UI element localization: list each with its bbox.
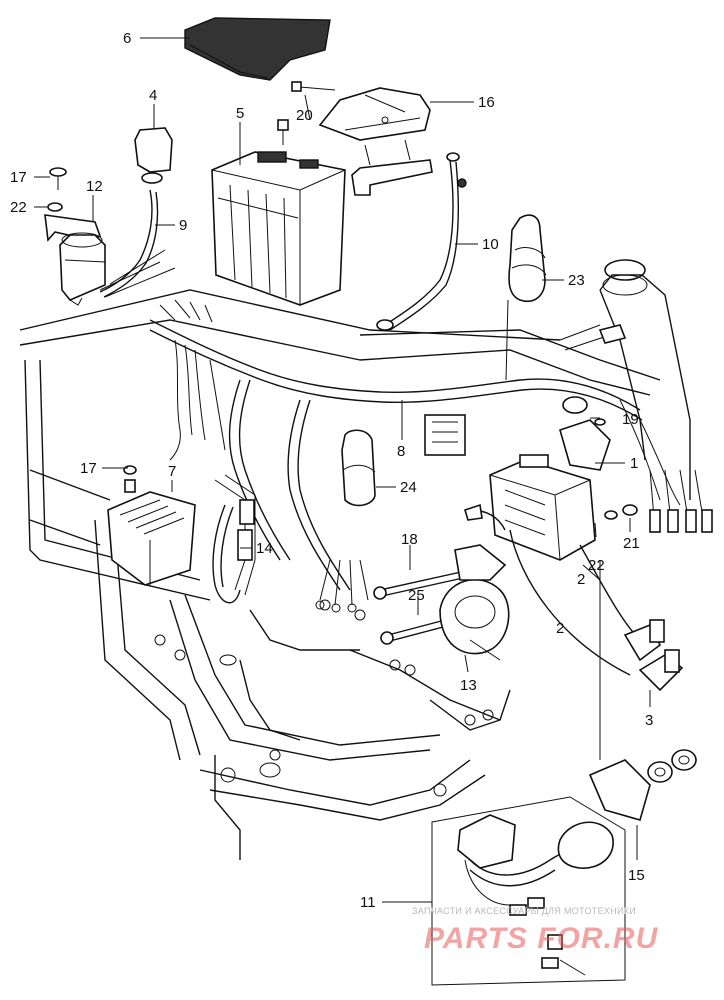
- main-wire-harness: [149, 299, 713, 613]
- callout-23: 23: [568, 272, 585, 289]
- callout-1: 1: [630, 455, 638, 472]
- callout-14: 14: [256, 540, 273, 557]
- callout-2-lower: 2: [556, 620, 564, 637]
- sub-harness-box: [431, 796, 626, 986]
- callout-19: 19: [622, 411, 639, 428]
- callout-12: 12: [86, 178, 103, 195]
- callout-3: 3: [645, 712, 653, 729]
- plug-cords: [464, 503, 684, 692]
- callout-10: 10: [482, 236, 499, 253]
- callout-5: 5: [236, 105, 244, 122]
- watermark: ЗАПЧАСТИ И АКСЕССУАРЫ ДЛЯ МОТОТЕХНИКИ PA…: [412, 906, 659, 955]
- battery-holder: [318, 87, 431, 141]
- callout-15: 15: [628, 867, 645, 884]
- boot-cap: [134, 127, 173, 184]
- battery-terminal-bolt: [277, 119, 289, 145]
- bolt-18: [373, 569, 473, 600]
- callout-22-left: 22: [10, 199, 27, 216]
- callout-25: 25: [408, 587, 425, 604]
- callout-22-right: 22: [588, 557, 605, 574]
- fuse-holder: [559, 418, 611, 471]
- relay-cable: [99, 189, 176, 298]
- callout-17-mid: 17: [80, 460, 97, 477]
- motorcycle-frame: [19, 289, 661, 860]
- bolt-25: [380, 619, 448, 645]
- neutral-switch: [588, 749, 697, 821]
- callout-17-top: 17: [10, 169, 27, 186]
- callout-18: 18: [401, 531, 418, 548]
- leader-lines: [34, 37, 651, 903]
- callout-6: 6: [123, 30, 131, 47]
- steering-head: [599, 259, 691, 500]
- bolt-20: [291, 81, 336, 92]
- callout-11: 11: [360, 894, 376, 911]
- ignition-coil: [489, 454, 596, 561]
- callout-9: 9: [179, 217, 187, 234]
- battery-pad: [184, 17, 331, 81]
- callout-21: 21: [623, 535, 640, 552]
- callout-labels: 6 4 5 20 16 17 12 22 9 10 23 19 8 1 17 7…: [10, 30, 653, 911]
- callout-13: 13: [460, 677, 477, 694]
- watermark-logo: PARTS FOR.RU: [424, 922, 659, 955]
- callout-2-upper: 2: [577, 571, 585, 588]
- battery: [211, 151, 346, 306]
- callout-16: 16: [478, 94, 495, 111]
- harness-band-24: [341, 429, 376, 507]
- starter-relay: [44, 167, 106, 306]
- washers: [604, 504, 638, 520]
- regulator-connector: [212, 499, 255, 604]
- regulator: [107, 465, 196, 586]
- negative-cable: [376, 152, 467, 331]
- holder-bracket: [351, 139, 433, 196]
- callout-8: 8: [397, 443, 405, 460]
- callout-7: 7: [168, 463, 176, 480]
- callout-24: 24: [400, 479, 417, 496]
- horn: [439, 544, 510, 661]
- callout-20: 20: [296, 107, 313, 124]
- watermark-tagline: ЗАПЧАСТИ И АКСЕССУАРЫ ДЛЯ МОТОТЕХНИКИ: [412, 906, 636, 916]
- callout-4: 4: [149, 87, 157, 104]
- harness-band-23: [508, 214, 547, 302]
